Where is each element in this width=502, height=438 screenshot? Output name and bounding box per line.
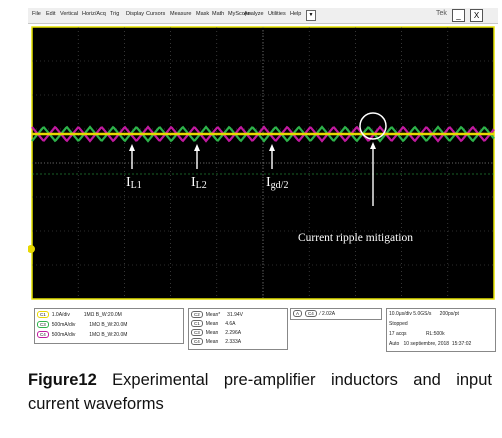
menu-file[interactable]: File <box>32 11 41 17</box>
label-il2: IL2 <box>191 175 207 191</box>
timebase-line-1: 10.0μs/div 5.0GS/s 200ps/pt <box>389 311 459 317</box>
timebase-line-2: Stopped <box>389 321 408 327</box>
graticule <box>31 26 495 300</box>
menu-utilities[interactable]: Utilities <box>268 11 286 17</box>
menu-display[interactable]: Display <box>126 11 145 17</box>
menu-edit[interactable]: Edit <box>46 11 56 17</box>
brand-label: Tek <box>436 10 447 17</box>
figure-caption: Figure12 Experimental pre-amplifier indu… <box>28 368 492 416</box>
menu-measure[interactable]: Measure <box>170 11 192 17</box>
menu-dropdown-arrow[interactable]: ▼ <box>306 10 316 21</box>
menu-vertical[interactable]: Vertical <box>60 11 79 17</box>
waveforms <box>28 125 495 253</box>
caption-text: Experimental pre-amplifier inductors and… <box>28 371 492 413</box>
menu-help[interactable]: Help <box>290 11 302 17</box>
menu-horizacq[interactable]: Horiz/Acq <box>82 11 106 17</box>
close-button[interactable]: X <box>470 9 483 22</box>
caption-label: Figure12 <box>28 371 97 389</box>
menu-myscope[interactable]: MyScope <box>228 11 251 17</box>
timebase-line-3: 17 acqs RL:500k <box>389 331 445 337</box>
menu-mask[interactable]: Mask <box>196 11 210 17</box>
menu-analyze[interactable]: Analyze <box>244 11 264 17</box>
timebase-line-4: Auto 10 septiembre, 2018 15:37:02 <box>389 341 472 347</box>
minimize-button[interactable]: _ <box>452 9 465 22</box>
menu-bar <box>28 8 498 24</box>
menu-math[interactable]: Math <box>212 11 225 17</box>
ripple-label: Current ripple mitigation <box>298 232 413 244</box>
label-igd2: Igd/2 <box>266 175 288 191</box>
menu-cursors[interactable]: Cursors <box>146 11 166 17</box>
label-il1: IL1 <box>126 175 142 191</box>
menu-trig[interactable]: Trig <box>110 11 120 17</box>
